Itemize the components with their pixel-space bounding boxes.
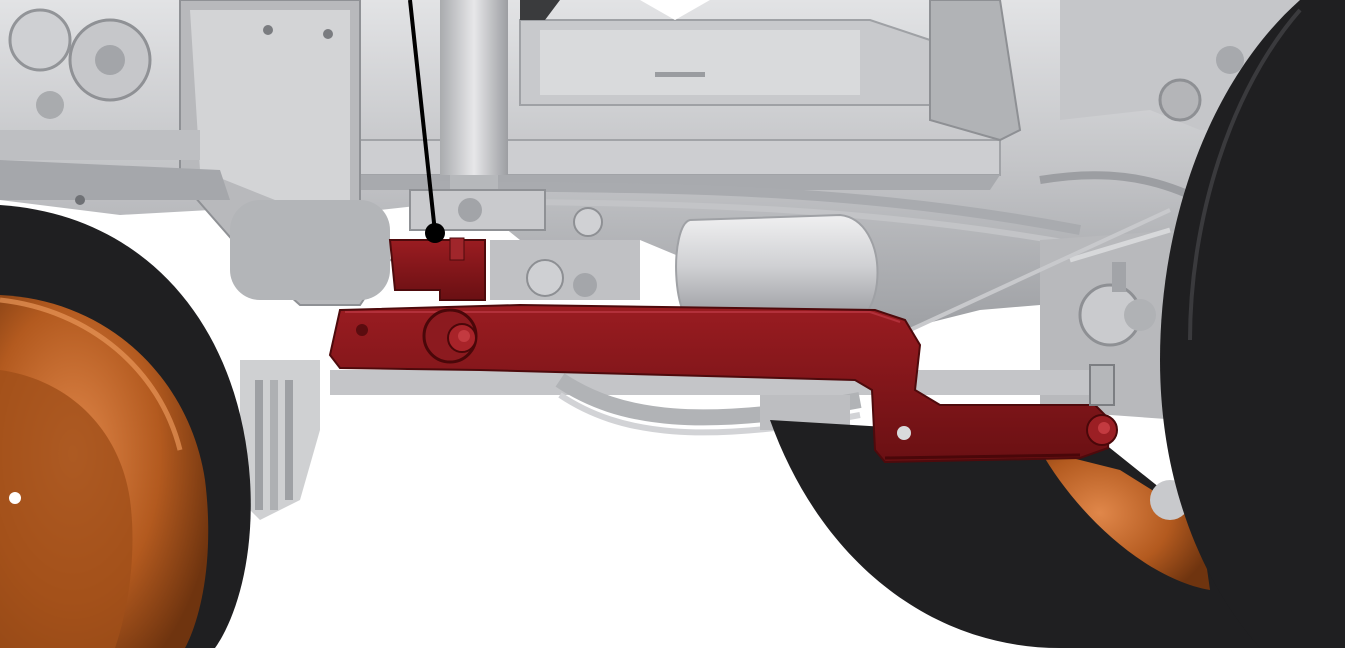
left-front-tire bbox=[0, 205, 251, 648]
right-rear-tire bbox=[770, 0, 1345, 648]
callout-leader bbox=[408, 0, 445, 243]
mid-machinery bbox=[230, 200, 1180, 520]
steering-linkage-arm bbox=[328, 237, 1118, 464]
steering-column bbox=[409, 0, 546, 231]
